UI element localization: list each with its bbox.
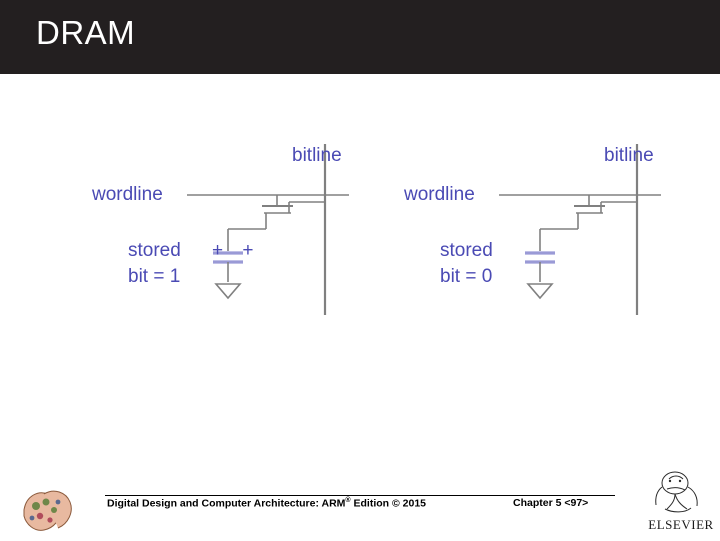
footer-registered-mark: ® — [345, 497, 351, 504]
stored-label-0-line2: bit = 0 — [440, 266, 493, 287]
flexed-arm-icon — [23, 490, 72, 531]
footer — [0, 470, 720, 540]
dram-cell-0-schematic — [499, 144, 661, 315]
footer-divider — [105, 495, 615, 496]
page-title: DRAM — [36, 14, 136, 51]
charge-symbol-1: + + — [212, 240, 261, 261]
bitline-label-1: bitline — [292, 145, 342, 166]
bitline-label-0: bitline — [604, 145, 654, 166]
elsevier-tree-icon — [645, 465, 717, 521]
stored-label-1-line2: bit = 1 — [128, 266, 181, 287]
dram-cell-1-schematic — [187, 144, 349, 315]
footer-book-part1: Digital Design and Computer Architecture… — [107, 497, 346, 510]
dram-diagram: bitline wordline stored bit = 1 + + — [0, 110, 720, 340]
wordline-label-0: wordline — [404, 184, 475, 205]
wordline-label-1: wordline — [92, 184, 163, 205]
arm-graphic — [20, 480, 82, 536]
dram-cell-bit-0: bitline wordline stored bit = 0 — [312, 110, 672, 340]
elsevier-wordmark: ELSEVIER — [648, 517, 714, 532]
dram-cell-bit-1: bitline wordline stored bit = 1 + + — [0, 110, 360, 340]
footer-book-text: Digital Design and Computer Architecture… — [107, 497, 426, 510]
footer-book-part2: Edition © 2015 — [350, 497, 427, 510]
stored-label-1-line1: stored — [128, 240, 181, 261]
footer-chapter-text: Chapter 5 <97> — [513, 497, 589, 509]
elsevier-logo: ELSEVIER — [645, 465, 717, 537]
title-bar: DRAM — [0, 0, 720, 74]
stored-label-0-line1: stored — [440, 240, 493, 261]
